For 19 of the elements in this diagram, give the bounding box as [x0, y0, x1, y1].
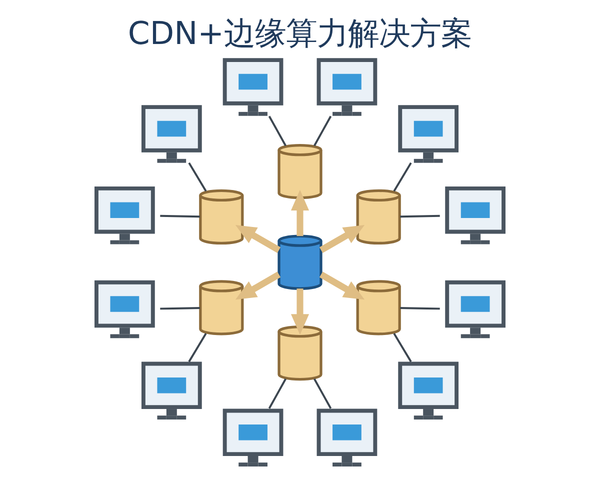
- arrow: [290, 288, 310, 335]
- connector: [393, 332, 412, 362]
- arrow: [290, 190, 310, 236]
- connector: [160, 307, 200, 310]
- arrow: [319, 272, 365, 300]
- connector: [268, 116, 287, 146]
- connector: [268, 378, 287, 409]
- arrow: [235, 225, 281, 253]
- arrow: [235, 272, 281, 300]
- connector: [188, 332, 207, 362]
- connector: [313, 116, 332, 146]
- connector: [188, 162, 207, 192]
- connector: [400, 214, 440, 218]
- diagram-title: CDN+边缘算力解决方案: [128, 16, 472, 52]
- arrow: [319, 225, 365, 253]
- connector: [393, 162, 412, 192]
- connector: [400, 307, 440, 310]
- connector: [160, 214, 200, 218]
- connector: [313, 378, 332, 409]
